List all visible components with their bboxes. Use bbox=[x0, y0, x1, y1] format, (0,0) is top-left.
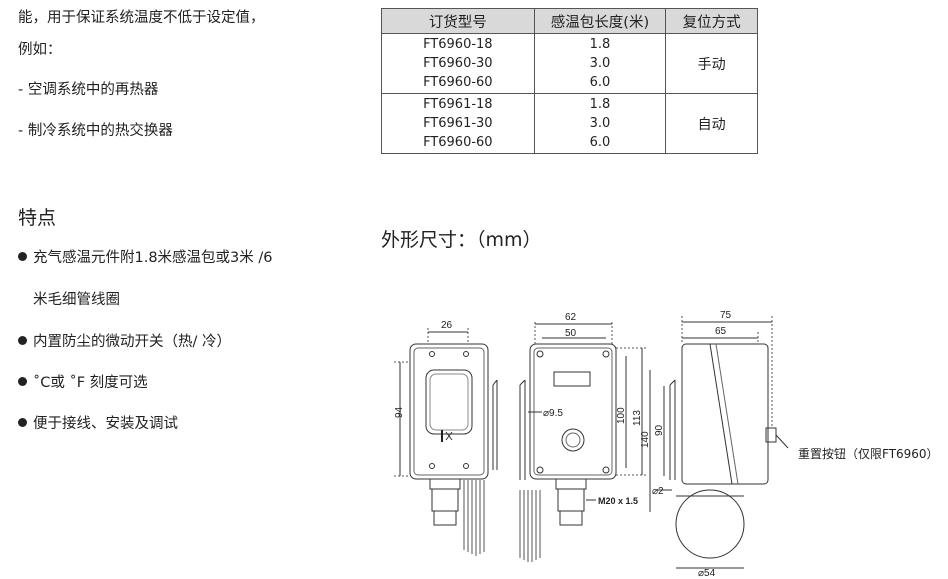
table-row-group-auto: FT6961-18 FT6961-30 FT6960-60 1.8 3.0 6.… bbox=[381, 93, 758, 154]
reset-cell-manual: 手动 bbox=[665, 33, 758, 94]
length-cell: 1.8 bbox=[589, 97, 611, 112]
dim-label-90: 90 bbox=[654, 424, 665, 436]
dimensions-title: 外形尺寸：（mm） bbox=[381, 229, 542, 251]
features-title: 特点 bbox=[18, 207, 57, 229]
dim-label-75: 75 bbox=[720, 310, 732, 321]
length-cell: 3.0 bbox=[589, 116, 611, 131]
length-cell: 6.0 bbox=[589, 75, 611, 90]
length-cell: 1.8 bbox=[589, 37, 611, 52]
feature-item-4: 便于接线、安装及调试 bbox=[18, 412, 178, 433]
bullet-icon bbox=[18, 377, 27, 386]
feature-item-1: 充气感温元件附1.8米感温包或3米 /6 bbox=[18, 246, 273, 267]
header-bulb-length: 感温包长度(米) bbox=[533, 8, 667, 34]
header-model: 订货型号 bbox=[381, 8, 535, 34]
dim-label-140: 140 bbox=[640, 431, 651, 448]
dim-label-26: 26 bbox=[441, 320, 453, 331]
length-cell: 3.0 bbox=[589, 56, 611, 71]
feature-item-1-continued: 米毛细管线圈 bbox=[33, 292, 120, 308]
bullet-icon bbox=[18, 418, 27, 427]
bullet-icon bbox=[18, 336, 27, 345]
model-cell: FT6960-60 bbox=[423, 135, 493, 150]
table-row-group-manual: FT6960-18 FT6960-30 FT6960-60 1.8 3.0 6.… bbox=[381, 33, 758, 94]
length-cell: 6.0 bbox=[589, 135, 611, 150]
dim-label-65: 65 bbox=[715, 326, 727, 337]
intro-line-1: 能，用于保证系统温度不低于设定值， bbox=[18, 10, 265, 26]
dim-label-d2: ⌀2 bbox=[652, 486, 664, 497]
model-cell: FT6960-60 bbox=[423, 75, 493, 90]
intro-item-reheater: - 空调系统中的再热器 bbox=[18, 82, 159, 98]
intro-item-heat-exchanger: - 制冷系统中的热交换器 bbox=[18, 123, 173, 139]
side-view bbox=[649, 316, 789, 569]
feature-item-3: ˚C或 ˚F 刻度可选 bbox=[18, 371, 148, 392]
dim-label-62: 62 bbox=[565, 312, 577, 323]
model-spec-table: 订货型号 感温包长度(米) 复位方式 FT6960-18 FT6960-30 F… bbox=[381, 8, 758, 154]
feature-item-2: 内置防尘的微动开关（热/ 冷） bbox=[18, 330, 231, 351]
header-reset-mode: 复位方式 bbox=[665, 8, 758, 34]
front-view-covered bbox=[394, 328, 498, 556]
model-cell: FT6960-30 bbox=[423, 56, 493, 71]
model-cell: FT6961-18 bbox=[423, 97, 493, 112]
dim-label-113: 113 bbox=[632, 410, 643, 426]
dim-label-d9-5: ⌀9.5 bbox=[543, 408, 563, 419]
front-view-open bbox=[519, 322, 646, 562]
model-cell: FT6960-18 bbox=[423, 37, 493, 52]
dimension-drawing: 26 94 62 50 100 113 ⌀9.5 M20 x 1.5 75 65… bbox=[394, 310, 789, 579]
dim-label-d54: ⌀54 bbox=[698, 568, 716, 579]
intro-line-2: 例如： bbox=[18, 42, 62, 58]
dim-label-100: 100 bbox=[616, 407, 627, 424]
model-cell: FT6961-30 bbox=[423, 116, 493, 131]
reset-cell-auto: 自动 bbox=[665, 93, 758, 154]
dim-label-94: 94 bbox=[394, 406, 405, 418]
bullet-icon bbox=[18, 252, 27, 261]
table-header-row: 订货型号 感温包长度(米) 复位方式 bbox=[381, 8, 758, 34]
reset-button-label: 重置按钮（仅限FT6960） bbox=[798, 447, 939, 461]
dim-label-50: 50 bbox=[565, 328, 577, 339]
dim-label-thread: M20 x 1.5 bbox=[598, 496, 638, 506]
